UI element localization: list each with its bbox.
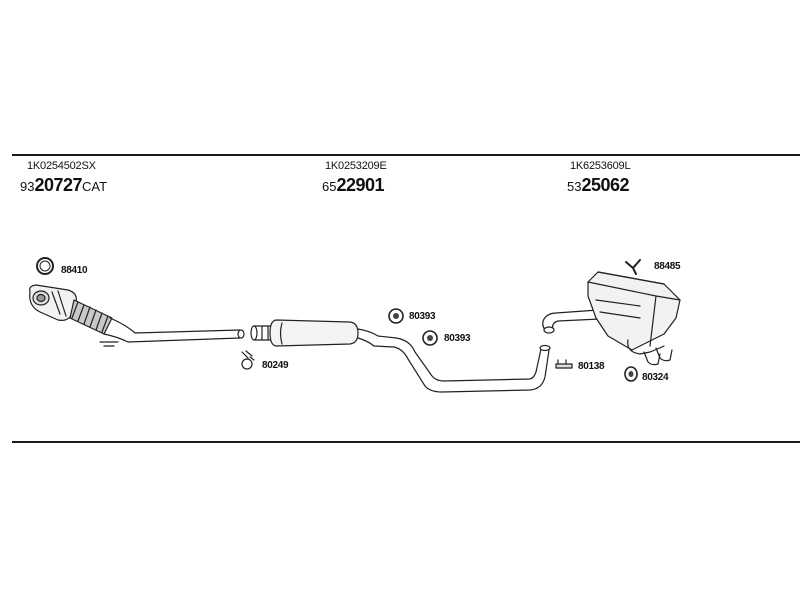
- hook-icon: [625, 259, 641, 275]
- center-silencer: [250, 319, 359, 347]
- clamp-icon: [241, 350, 255, 370]
- label-bracket: 80138: [578, 361, 605, 372]
- part-number-1: 9320727CAT: [20, 175, 107, 196]
- rubber-mount-icon: [624, 366, 638, 382]
- rear-silencer: [542, 271, 681, 366]
- part-number-3-main: 25062: [581, 175, 630, 195]
- part-ref-2: 1K0253209E: [325, 160, 387, 172]
- intermediate-pipe: [357, 328, 551, 393]
- bottom-rule: [12, 441, 800, 443]
- part-number-2: 6522901: [322, 175, 385, 196]
- label-ring-gasket: 88410: [61, 265, 88, 276]
- part-number-3: 5325062: [567, 175, 630, 196]
- part-number-2-prefix: 65: [322, 179, 337, 194]
- hanger-icon-2: [422, 330, 438, 346]
- top-rule: [12, 154, 800, 156]
- part-number-3-prefix: 53: [567, 179, 582, 194]
- part-number-1-main: 20727: [34, 175, 83, 195]
- bracket-icon: [555, 359, 573, 369]
- part-number-2-main: 22901: [336, 175, 385, 195]
- catalytic-converter: [29, 284, 119, 347]
- hanger-icon-1: [388, 308, 404, 324]
- label-hanger-1: 80393: [409, 311, 436, 322]
- label-clamp: 80249: [262, 360, 289, 371]
- label-hanger-2: 80393: [444, 333, 471, 344]
- front-pipe: [103, 317, 245, 343]
- label-hook: 88485: [654, 261, 681, 272]
- label-rubber-mount: 80324: [642, 372, 669, 383]
- part-number-1-prefix: 93: [20, 179, 35, 194]
- part-ref-1: 1K0254502SX: [27, 160, 96, 172]
- part-ref-3: 1K6253609L: [570, 160, 631, 172]
- part-number-1-suffix: CAT: [82, 179, 108, 194]
- ring-gasket-icon: [36, 257, 54, 275]
